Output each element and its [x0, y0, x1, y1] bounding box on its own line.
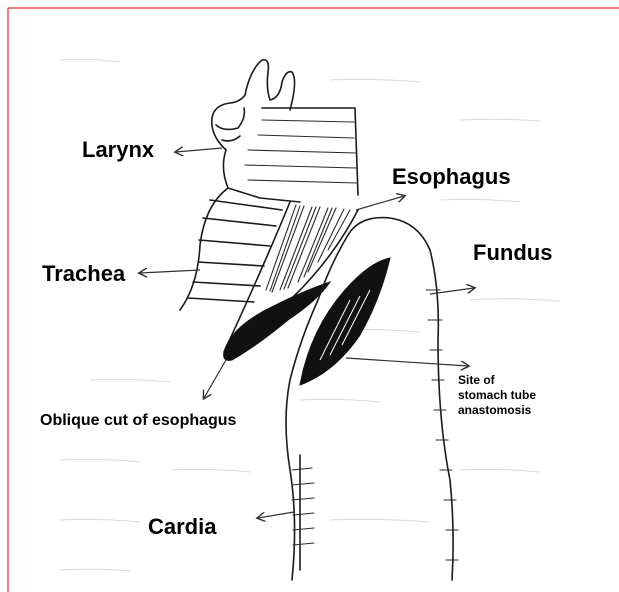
larynx-drawing — [212, 60, 358, 202]
label-oblique-cut: Oblique cut of esophagus — [40, 412, 236, 430]
label-larynx: Larynx — [82, 137, 154, 163]
oblique-cut-pointer — [204, 360, 226, 398]
label-trachea: Trachea — [42, 261, 125, 287]
label-anastomosis-site: Site of stomach tube anastomosis — [458, 373, 536, 418]
anastomosis-pointer — [346, 358, 468, 366]
esophagus-pointer — [356, 196, 404, 210]
label-anastomosis-line3: anastomosis — [458, 403, 536, 418]
anastomosis-opening-shape — [300, 258, 390, 385]
label-fundus: Fundus — [473, 240, 552, 266]
cardia-pointer — [258, 512, 294, 518]
larynx-pointer — [176, 148, 222, 152]
label-cardia: Cardia — [148, 514, 216, 540]
label-anastomosis-line1: Site of — [458, 373, 536, 388]
trachea-drawing — [180, 188, 282, 310]
label-esophagus: Esophagus — [392, 164, 511, 190]
label-anastomosis-line2: stomach tube — [458, 388, 536, 403]
trachea-pointer — [140, 270, 200, 273]
